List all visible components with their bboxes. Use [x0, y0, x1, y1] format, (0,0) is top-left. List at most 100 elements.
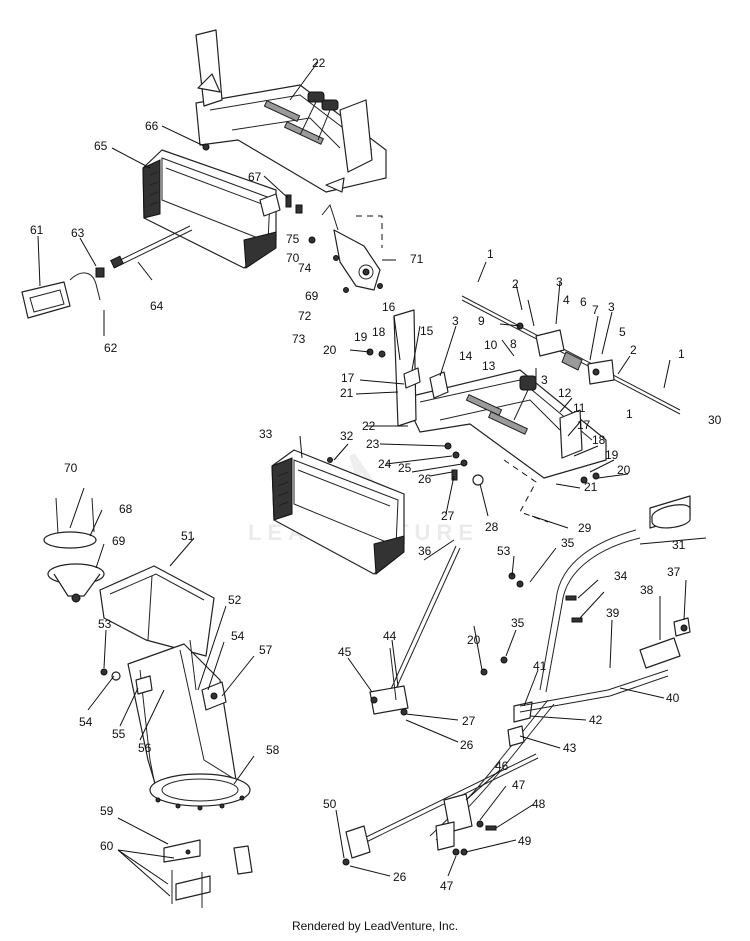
callout-label: 55 [112, 727, 126, 741]
shift-rod-lower [385, 545, 461, 703]
callout-label: 35 [561, 536, 575, 550]
callout-label: 70 [286, 251, 300, 265]
callout-label: 5 [619, 325, 626, 339]
callout-label: 38 [640, 583, 654, 597]
callout-label: 2 [630, 343, 637, 357]
callout-label: 9 [478, 314, 485, 328]
callout-label: 1 [487, 247, 494, 261]
chute-rotator [43, 497, 105, 603]
callout-label: 11 [573, 401, 586, 415]
callout-label: 47 [440, 879, 454, 893]
callout-label: 12 [558, 386, 572, 400]
callout-label: 72 [298, 309, 312, 323]
callout-label: 69 [305, 289, 319, 303]
callout-label: 1 [626, 407, 633, 421]
callout-label: 49 [518, 834, 532, 848]
callout-label: 24 [378, 457, 392, 471]
headlight-cable [95, 225, 193, 278]
callout-label: 27 [441, 509, 455, 523]
callout-label: 29 [578, 521, 592, 535]
callout-label: 70 [64, 461, 78, 475]
callout-label: 25 [398, 461, 412, 475]
callout-label: 3 [452, 314, 459, 328]
headlight-lamp [21, 272, 101, 319]
callout-label: 19 [605, 448, 619, 462]
handle-fasteners [480, 572, 688, 676]
callout-label: 40 [666, 691, 680, 705]
callout-label: 51 [181, 529, 195, 543]
callout-label: 69 [112, 534, 126, 548]
callout-label: 30 [708, 413, 722, 427]
chute-deflector [99, 565, 215, 657]
callout-label: 10 [484, 338, 498, 352]
callout-label: 26 [418, 472, 432, 486]
callout-label: 66 [145, 119, 159, 133]
callout-label: 64 [150, 299, 164, 313]
callout-label: 7 [592, 303, 599, 317]
callout-label: 2 [512, 277, 519, 291]
handle-bracket [435, 793, 497, 856]
callout-label: 67 [248, 170, 262, 184]
callout-label: 14 [459, 349, 473, 363]
dashboard-bracket [308, 203, 383, 293]
callout-label: 21 [340, 386, 354, 400]
callout-label: 26 [393, 870, 407, 884]
callout-label: 17 [341, 371, 355, 385]
callout-label: 23 [366, 437, 380, 451]
callout-label: 27 [462, 714, 476, 728]
callout-label: 39 [606, 606, 620, 620]
callout-label: 13 [482, 359, 496, 373]
dashboard-housing-lower [271, 449, 405, 575]
leader-lines [37, 61, 707, 897]
callout-label: 46 [495, 759, 509, 773]
callout-label: 18 [592, 433, 606, 447]
callout-label: 65 [94, 139, 108, 153]
callout-label: 50 [323, 797, 337, 811]
callout-label: 35 [511, 616, 525, 630]
grip [651, 504, 691, 529]
callout-label: 47 [512, 778, 526, 792]
callout-label: 63 [71, 226, 85, 240]
callout-label: 41 [533, 659, 547, 673]
callout-label: 32 [340, 429, 354, 443]
callout-label: 73 [292, 332, 306, 346]
shift-lever [519, 617, 691, 713]
callout-label: 68 [119, 502, 133, 516]
callout-label: 22 [362, 419, 376, 433]
callout-label: 1 [678, 347, 685, 361]
callout-label: 62 [104, 341, 118, 355]
chute-clamps [163, 839, 253, 908]
callout-label: 3 [556, 275, 563, 289]
callout-label: 31 [672, 538, 686, 552]
callout-label: 4 [563, 293, 570, 307]
dashboard-housing-upper [142, 149, 281, 269]
callout-label: 75 [286, 232, 300, 246]
callout-label: 56 [138, 741, 152, 755]
callout-label: 15 [420, 324, 434, 338]
callout-label: 71 [410, 252, 424, 266]
callout-label: 52 [228, 593, 242, 607]
callout-label: 6 [580, 295, 587, 309]
callout-label: 8 [510, 337, 517, 351]
callout-label: 44 [383, 629, 397, 643]
callout-label: 26 [460, 738, 474, 752]
callout-label: 20 [467, 633, 481, 647]
callout-label: 34 [614, 569, 628, 583]
lower-panel-fasteners [366, 348, 600, 523]
callout-labels: 1 1 1 2 2 3 3 3 3 4 5 6 7 8 9 10 11 12 1… [30, 56, 722, 893]
control-panel-lower [393, 309, 607, 479]
callout-label: 60 [100, 839, 114, 853]
callout-label: 17 [577, 418, 591, 432]
callout-label: 22 [312, 56, 326, 70]
callout-label: 3 [541, 373, 548, 387]
callout-label: 37 [667, 565, 681, 579]
callout-label: 20 [323, 343, 337, 357]
callout-label: 18 [372, 325, 386, 339]
callout-label: 57 [259, 643, 273, 657]
callout-label: 53 [98, 617, 112, 631]
callout-label: 58 [266, 743, 280, 757]
callout-label: 59 [100, 804, 114, 818]
shift-link [369, 647, 409, 716]
chute-body [127, 643, 251, 811]
